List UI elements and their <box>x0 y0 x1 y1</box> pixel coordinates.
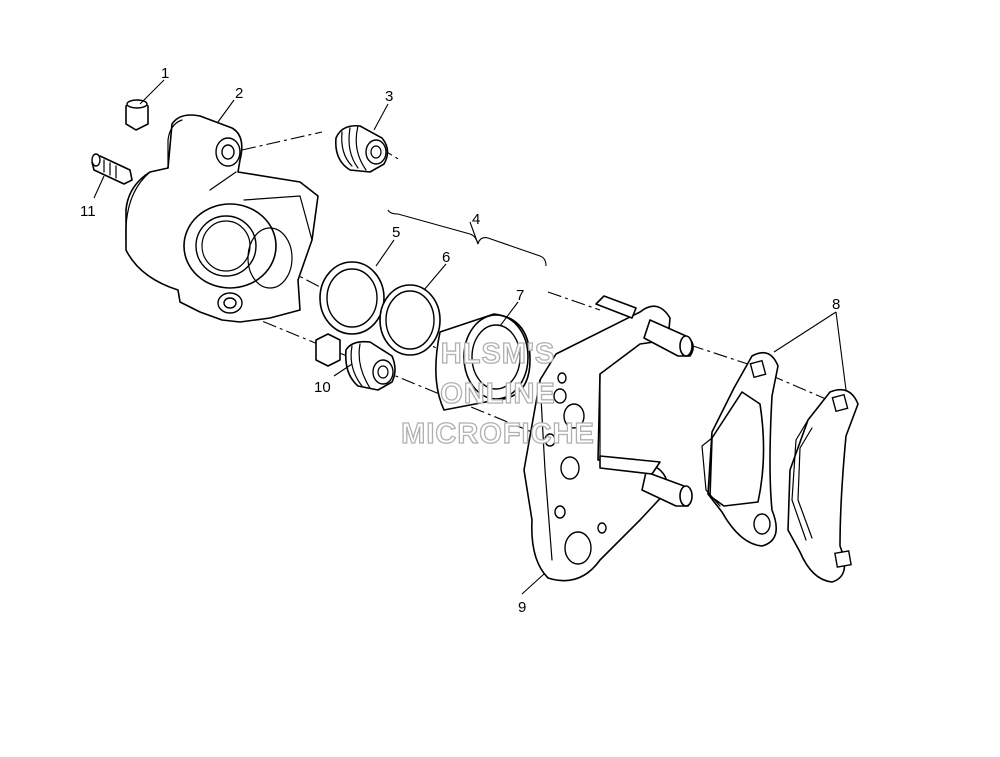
callout-3: 3 <box>385 88 393 105</box>
callout-8: 8 <box>832 296 840 313</box>
part-5-seal-ring <box>319 261 385 335</box>
callout-6: 6 <box>442 249 450 266</box>
watermark-line-3: MICROFICHE <box>401 418 595 450</box>
callout-4: 4 <box>472 211 480 228</box>
part-11-caliper-pin <box>91 153 133 185</box>
callout-7: 7 <box>516 287 524 304</box>
part-1-bleeder-cap <box>125 99 149 131</box>
watermark: HLSM'S ONLINE MICROFICHE <box>401 337 595 450</box>
leader-lines <box>93 79 847 595</box>
part-8-brake-pad-outer <box>787 388 859 583</box>
callout-labels: 1 2 3 4 5 6 7 8 9 10 11 <box>80 65 840 616</box>
watermark-line-1: HLSM'S <box>441 338 555 370</box>
callout-11: 11 <box>80 203 96 220</box>
part-2-caliper-body <box>125 114 319 323</box>
callout-2: 2 <box>235 85 243 102</box>
part-6-seal-ring <box>379 284 441 356</box>
watermark-line-2: ONLINE <box>440 378 556 410</box>
part-10-boot <box>315 333 396 391</box>
callout-9: 9 <box>518 599 526 616</box>
callout-5: 5 <box>392 224 400 241</box>
callout-1: 1 <box>161 65 169 82</box>
callout-10: 10 <box>314 379 331 396</box>
part-8-brake-pad-inner <box>701 351 779 547</box>
part-7-piston <box>435 313 531 411</box>
part-9-mounting-bracket <box>523 295 694 582</box>
part-3-boot <box>334 124 389 173</box>
